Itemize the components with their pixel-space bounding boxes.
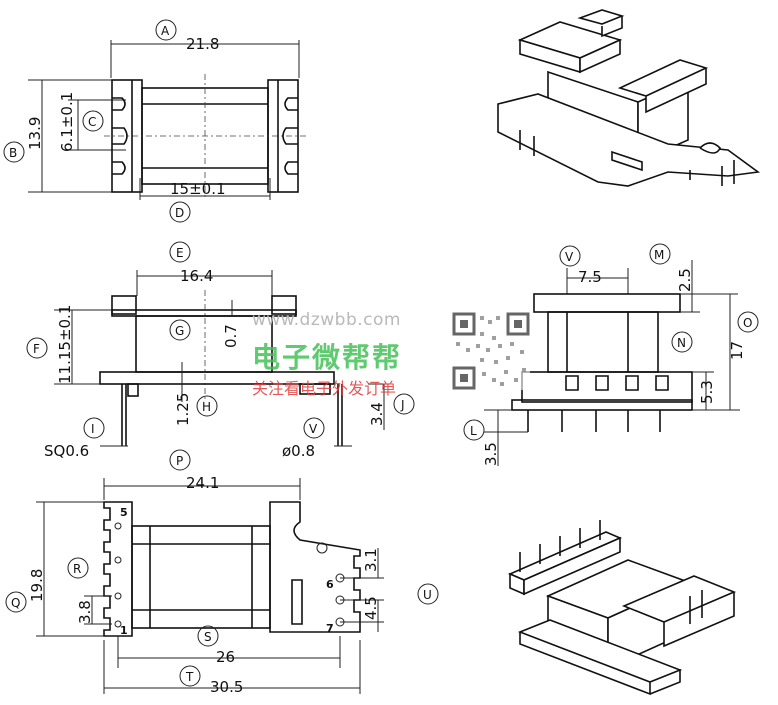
watermark-url: www.dzwbb.com xyxy=(252,310,401,330)
label-o: O xyxy=(737,311,759,333)
svg-text:O: O xyxy=(743,316,752,330)
svg-text:U: U xyxy=(423,588,432,602)
label-d: D xyxy=(169,201,191,223)
svg-text:F: F xyxy=(33,342,40,356)
pin-label-1: 1 xyxy=(120,624,128,637)
dim-j: 3.4 xyxy=(368,402,386,426)
label-q: Q xyxy=(5,591,27,613)
label-b: B xyxy=(3,141,25,163)
pin-label-7: 7 xyxy=(326,622,334,635)
dim-e: 16.4 xyxy=(180,267,213,285)
dim-i: SQ0.6 xyxy=(44,442,89,460)
dim-g: 0.7 xyxy=(222,324,240,348)
label-l: L xyxy=(463,419,485,441)
pin-label-5: 5 xyxy=(120,506,128,519)
dim-p: 24.1 xyxy=(186,474,219,492)
dim-t: 30.5 xyxy=(210,678,243,696)
label-e: E xyxy=(169,241,191,263)
svg-text:E: E xyxy=(176,246,184,260)
dim-s: 26 xyxy=(216,648,235,666)
label-h: H xyxy=(196,395,218,417)
dim-v2: 7.5 xyxy=(578,268,602,286)
watermark-subtitle: 关注看电子外发订单 xyxy=(252,379,397,398)
label-n: N xyxy=(671,331,693,353)
dim-c: 6.1±0.1 xyxy=(58,92,76,152)
dim-q: 19.8 xyxy=(28,569,46,602)
label-i: I xyxy=(83,417,105,439)
isometric-view-bottom xyxy=(507,520,737,696)
svg-text:J: J xyxy=(400,398,405,412)
label-u: U xyxy=(417,583,439,605)
dim-r: 3.8 xyxy=(76,600,94,624)
top-view: 21.8 13.9 6.1±0.1 15±0.1 A B C D xyxy=(3,19,306,223)
label-s: S xyxy=(197,625,219,647)
dim-o: 17 xyxy=(728,341,746,360)
label-t: T xyxy=(179,665,201,687)
svg-text:N: N xyxy=(677,336,686,350)
watermark-title: 电子微帮帮 xyxy=(252,341,403,374)
dim-n: 5.3 xyxy=(698,380,716,404)
svg-text:T: T xyxy=(185,670,194,684)
dim-u1: 3.1 xyxy=(362,548,380,572)
pin-label-6: 6 xyxy=(326,578,334,591)
svg-text:C: C xyxy=(88,115,96,129)
svg-text:V: V xyxy=(565,250,574,264)
dim-v1: ø0.8 xyxy=(282,442,315,460)
dim-m: 2.5 xyxy=(676,268,694,292)
dim-f: 11.15±0.1 xyxy=(56,305,74,384)
label-a: A xyxy=(155,19,177,41)
svg-text:P: P xyxy=(176,454,183,468)
svg-text:G: G xyxy=(175,324,184,338)
svg-text:L: L xyxy=(470,424,477,438)
label-m: M xyxy=(649,243,671,265)
label-v-side: V xyxy=(559,245,581,267)
label-c: C xyxy=(82,110,104,132)
dim-d: 15±0.1 xyxy=(170,180,226,198)
dim-a: 21.8 xyxy=(186,35,219,53)
dim-h: 1.25 xyxy=(174,393,192,426)
label-r: R xyxy=(67,557,89,579)
dim-l: 3.5 xyxy=(482,442,500,466)
label-p: P xyxy=(169,449,191,471)
dim-u2: 4.5 xyxy=(362,596,380,620)
svg-text:A: A xyxy=(161,24,170,38)
svg-text:B: B xyxy=(9,146,17,160)
label-j: J xyxy=(393,393,415,415)
label-v-front: V xyxy=(303,417,325,439)
label-f: F xyxy=(26,337,48,359)
svg-text:R: R xyxy=(73,562,81,576)
svg-text:S: S xyxy=(204,630,212,644)
bottom-view: 24.1 19.8 3.8 26 30.5 3.1 4.5 5 1 6 7 P … xyxy=(5,449,439,696)
svg-text:Q: Q xyxy=(11,596,20,610)
label-g: G xyxy=(169,319,191,341)
svg-text:M: M xyxy=(654,248,664,262)
side-view: 7.5 2.5 17 5.3 3.5 V M O N L xyxy=(463,243,759,466)
svg-text:V: V xyxy=(309,422,318,436)
svg-text:D: D xyxy=(175,206,184,220)
isometric-view-top xyxy=(497,9,761,187)
front-view: 16.4 11.15±0.1 0.7 1.25 3.4 SQ0.6 ø0.8 E… xyxy=(26,241,415,460)
dim-b: 13.9 xyxy=(26,117,44,150)
svg-text:H: H xyxy=(202,400,211,414)
svg-text:I: I xyxy=(91,422,95,436)
qr-code-icon xyxy=(452,312,530,390)
